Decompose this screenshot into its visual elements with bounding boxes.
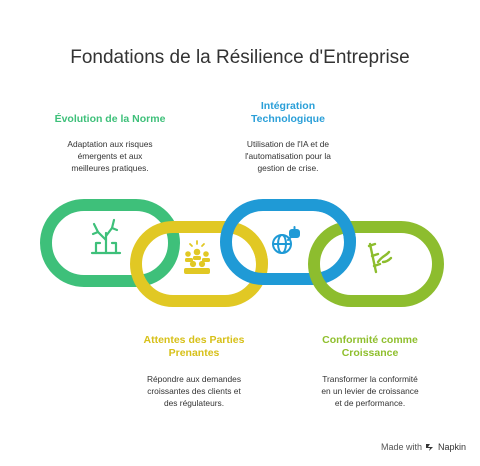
chain-link-conformite-croissance (308, 221, 444, 307)
desc-line: en un levier de croissance (321, 386, 419, 396)
link-ring-green (40, 199, 180, 287)
plant-growth-icon (90, 218, 122, 255)
footer-made-with: Made with (380, 442, 422, 452)
heading-evolution-norme-text: Évolution de la Norme (54, 113, 166, 125)
desc-line: Transformer la conformité (322, 374, 418, 384)
desc-line: Répondre aux demandes (146, 374, 242, 384)
heading-conformite-croissance: Conformité comme Croissance (300, 334, 440, 360)
people-group-icon (184, 240, 210, 274)
diagram-title: Fondations de la Résilience d'Entreprise (70, 47, 410, 68)
heading-attentes-parties-prenantes: Attentes des Parties Prenantes (124, 334, 264, 360)
chain-link-evolution-norme (40, 199, 180, 287)
desc-evolution-norme: Adaptation aux risques émergents et aux … (40, 138, 180, 174)
desc-line: Utilisation de l'IA et de (246, 139, 330, 149)
overlap-segment-blue (312, 199, 356, 243)
desc-line: Adaptation aux risques (67, 139, 153, 149)
desc-line: l'automatisation pour la (245, 151, 331, 161)
desc-line: et de performance. (334, 398, 406, 408)
heading-integration-technologique: Intégration Technologique (218, 100, 358, 126)
desc-line: émergents et aux (77, 151, 143, 161)
footer-brand: Napkin (437, 442, 466, 452)
desc-line: des régulateurs. (163, 398, 225, 408)
bamboo-growth-icon (367, 242, 393, 274)
heading-line: Technologique (251, 113, 325, 125)
heading-line: Intégration (260, 100, 316, 112)
heading-line: Attentes des Parties (143, 334, 245, 346)
heading-line: Prenantes (168, 347, 220, 359)
heading-line: Conformité comme (322, 334, 418, 346)
desc-line: gestion de crise. (257, 163, 319, 173)
desc-line: meilleures pratiques. (71, 163, 149, 173)
footer-attribution: Made with Napkin (381, 442, 466, 452)
heading-line: Croissance (341, 347, 399, 359)
desc-line: croissantes des clients et (147, 386, 241, 396)
heading-evolution-norme: Évolution de la Norme (40, 113, 180, 126)
link-ring-lime (308, 221, 444, 307)
desc-attentes-parties-prenantes: Répondre aux demandes croissantes des cl… (124, 373, 264, 409)
overlap-segment-yellow (250, 240, 268, 265)
globe-robot-icon (272, 226, 300, 254)
desc-integration-technologique: Utilisation de l'IA et de l'automatisati… (218, 138, 358, 174)
desc-conformite-croissance: Transformer la conformité en un levier d… (300, 373, 440, 409)
napkin-logo-icon (425, 444, 433, 451)
